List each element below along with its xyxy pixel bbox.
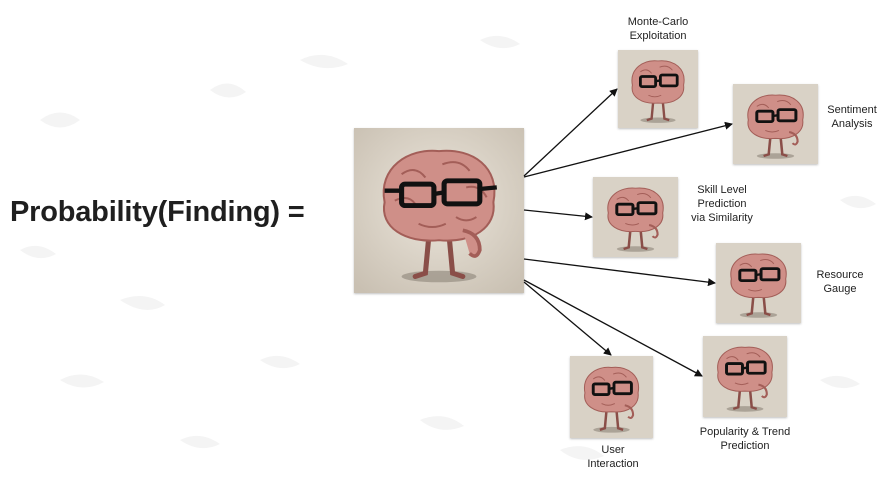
brain-with-glasses-icon [593, 177, 678, 257]
popularity-brain-card [703, 336, 787, 417]
sentiment-brain-card [733, 84, 818, 164]
skill-level-brain-card [593, 177, 678, 257]
brain-with-glasses-icon [570, 356, 653, 438]
brain-with-glasses-icon [733, 84, 818, 164]
brain-with-glasses-icon [354, 128, 524, 293]
brain-with-glasses-icon [716, 243, 801, 323]
brain-with-glasses-icon [618, 50, 698, 128]
resource-label: Resource Gauge [800, 268, 880, 296]
user-label: User Interaction [568, 443, 658, 471]
monte-carlo-brain-card [618, 50, 698, 128]
brain-with-glasses-icon [703, 336, 787, 417]
formula-text: Probability(Finding) = [10, 196, 304, 229]
popularity-label: Popularity & Trend Prediction [680, 425, 810, 453]
sentiment-label: Sentiment Analysis [812, 103, 884, 131]
monte-carlo-label: Monte-Carlo Exploitation [608, 15, 708, 43]
skill-level-label: Skill Level Prediction via Similarity [672, 183, 772, 225]
user-brain-card [570, 356, 653, 438]
main-brain-card [354, 128, 524, 293]
resource-brain-card [716, 243, 801, 323]
